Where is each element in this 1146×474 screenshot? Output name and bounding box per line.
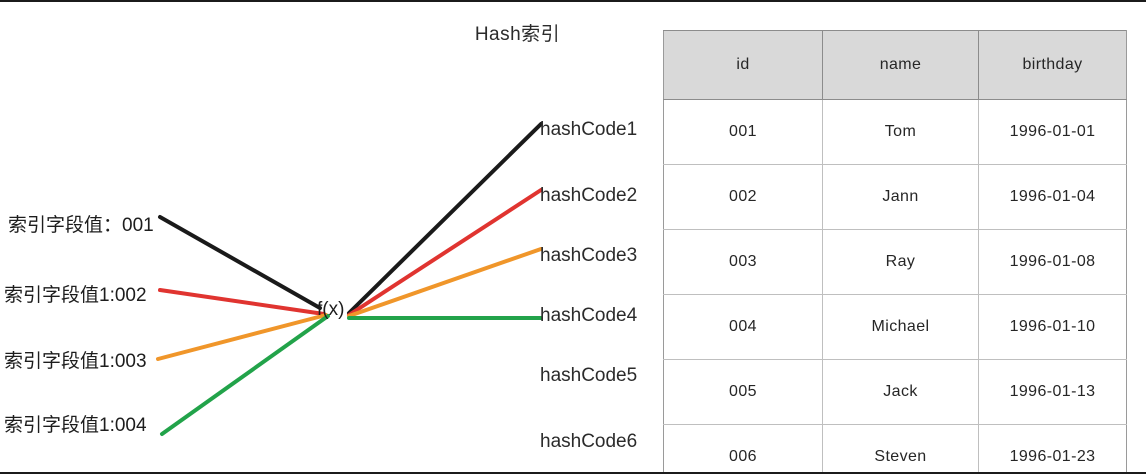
- cell-name: Tom: [822, 99, 979, 165]
- cell-name: Michael: [822, 294, 979, 360]
- output-connector-1: [347, 122, 543, 315]
- output-connector-2: [347, 188, 543, 317]
- page-title: Hash索引: [474, 24, 561, 45]
- cell-birthday: 1996-01-04: [978, 164, 1127, 230]
- cell-id: 001: [663, 99, 823, 165]
- cell-id: 003: [663, 229, 823, 295]
- hashcode-label-1: hashCode1: [540, 119, 638, 140]
- hashcode-label-6: hashCode6: [540, 431, 638, 452]
- cell-id: 004: [663, 294, 823, 360]
- input-connector-4: [160, 314, 330, 436]
- table-header: id name birthday: [663, 30, 1127, 100]
- cell-id: 005: [663, 359, 823, 425]
- hashcode-label-5: hashCode5: [540, 365, 638, 386]
- input-connector-3: [156, 313, 328, 361]
- cell-name: Steven: [822, 424, 979, 472]
- column-header-name: name: [822, 30, 979, 100]
- cell-birthday: 1996-01-01: [978, 99, 1127, 165]
- hashcode-label-3: hashCode3: [540, 245, 638, 266]
- cell-id: 002: [663, 164, 823, 230]
- index-value-label-1: 索引字段值：001: [8, 215, 154, 236]
- index-value-label-2: 索引字段值1:002: [4, 285, 147, 306]
- column-header-id: id: [663, 30, 823, 100]
- input-connector-2: [158, 288, 326, 316]
- table-header-row: id name birthday: [663, 30, 1127, 100]
- index-value-label-4: 索引字段值1:004: [4, 415, 147, 436]
- input-connector-1: [158, 215, 322, 310]
- output-connector-3: [347, 247, 543, 318]
- cell-birthday: 1996-01-23: [978, 424, 1127, 472]
- index-value-label-3: 索引字段值1:003: [4, 351, 147, 372]
- column-header-birthday: birthday: [978, 30, 1127, 100]
- hash-mapping-lines: [156, 122, 543, 436]
- hashcode-label-4: hashCode4: [540, 305, 638, 326]
- cell-birthday: 1996-01-10: [978, 294, 1127, 360]
- cell-id: 006: [663, 424, 823, 472]
- cell-name: Jann: [822, 164, 979, 230]
- cell-name: Jack: [822, 359, 979, 425]
- cell-birthday: 1996-01-08: [978, 229, 1127, 295]
- cell-name: Ray: [822, 229, 979, 295]
- hash-function-node: f(x): [317, 299, 345, 320]
- hashcode-label-2: hashCode2: [540, 185, 638, 206]
- cell-birthday: 1996-01-13: [978, 359, 1127, 425]
